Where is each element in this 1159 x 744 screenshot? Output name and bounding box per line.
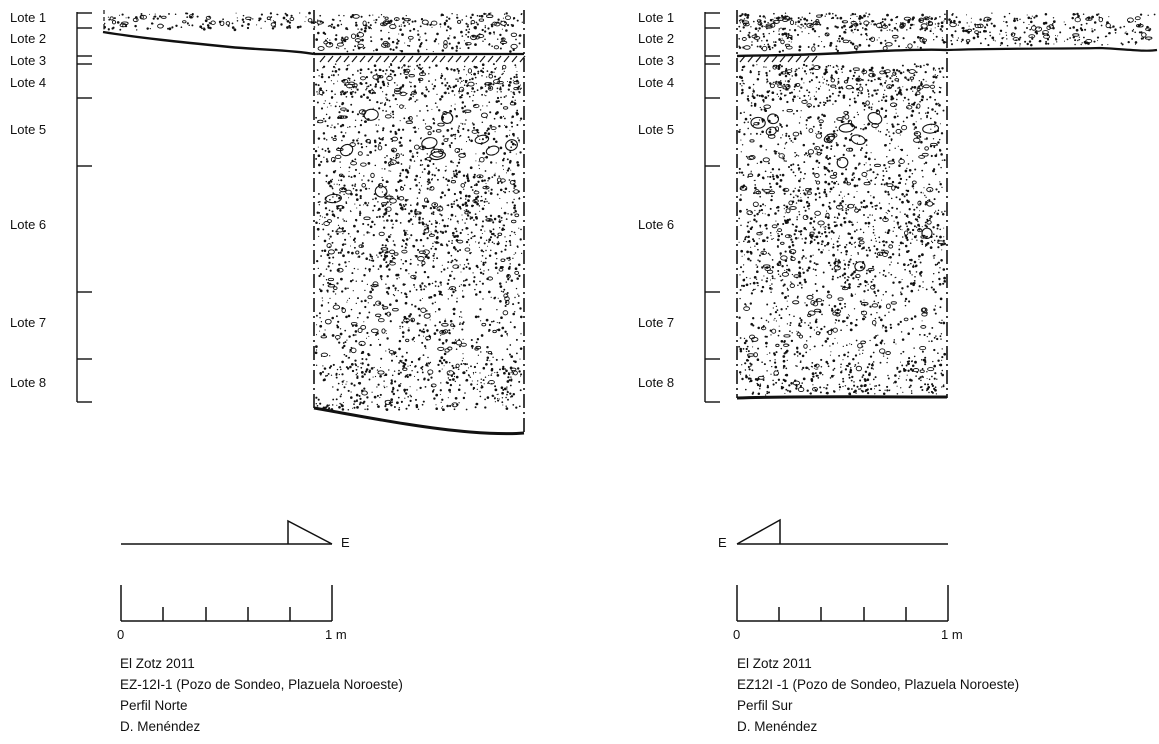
south-orientation-marker (736, 518, 948, 545)
north-caption-site: El Zotz 2011 (120, 656, 195, 671)
north-scale-bar (120, 585, 333, 622)
north-scale-end: 1 m (325, 627, 347, 642)
north-caption-profile: Perfil Norte (120, 698, 188, 713)
south-depth-bracket (704, 12, 720, 403)
north-orientation-label: E (341, 535, 350, 550)
north-lot-label-3: Lote 3 (10, 53, 46, 68)
south-scale-start: 0 (733, 627, 740, 642)
south-lot-label-3: Lote 3 (638, 53, 674, 68)
south-lot-label-7: Lote 7 (638, 315, 674, 330)
south-lot-label-4: Lote 4 (638, 75, 674, 90)
north-lot-label-7: Lote 7 (10, 315, 46, 330)
north-lot-label-8: Lote 8 (10, 375, 46, 390)
north-lot-label-4: Lote 4 (10, 75, 46, 90)
south-caption-profile: Perfil Sur (737, 698, 793, 713)
south-caption-unit: EZ12I -1 (Pozo de Sondeo, Plazuela Noroe… (737, 677, 1019, 692)
south-lot-label-2: Lote 2 (638, 31, 674, 46)
north-depth-bracket (76, 12, 92, 403)
south-lot-label-8: Lote 8 (638, 375, 674, 390)
north-profile-panel: Lote 1 Lote 2 Lote 3 Lote 4 Lote 5 Lote … (10, 10, 526, 734)
north-orientation-marker (121, 519, 333, 545)
south-caption-site: El Zotz 2011 (737, 656, 812, 671)
north-caption-unit: EZ-12I-1 (Pozo de Sondeo, Plazuela Noroe… (120, 677, 403, 692)
south-lot-label-1: Lote 1 (638, 10, 674, 25)
north-caption-author: D. Menéndez (120, 719, 201, 734)
south-scale-bar (736, 585, 949, 622)
north-soil-texture (103, 11, 523, 412)
north-lot-label-6: Lote 6 (10, 217, 46, 232)
north-scale-start: 0 (117, 627, 124, 642)
south-profile-panel: Lote 1 Lote 2 Lote 3 Lote 4 Lote 5 Lote … (638, 10, 1158, 734)
north-lot-label-1: Lote 1 (10, 10, 46, 25)
south-lot-label-6: Lote 6 (638, 217, 674, 232)
north-lot-label-5: Lote 5 (10, 122, 46, 137)
north-lot-labels: Lote 1 Lote 2 Lote 3 Lote 4 Lote 5 Lote … (10, 10, 46, 390)
south-caption-author: D. Menéndez (737, 719, 818, 734)
south-scale-end: 1 m (941, 627, 963, 642)
south-pit-outline (736, 10, 1158, 400)
north-lot-label-2: Lote 2 (10, 31, 46, 46)
north-pit-outline (102, 10, 526, 436)
south-lot-label-5: Lote 5 (638, 122, 674, 137)
south-orientation-label: E (718, 535, 727, 550)
south-lot-labels: Lote 1 Lote 2 Lote 3 Lote 4 Lote 5 Lote … (638, 10, 674, 390)
south-soil-texture (738, 12, 1156, 396)
